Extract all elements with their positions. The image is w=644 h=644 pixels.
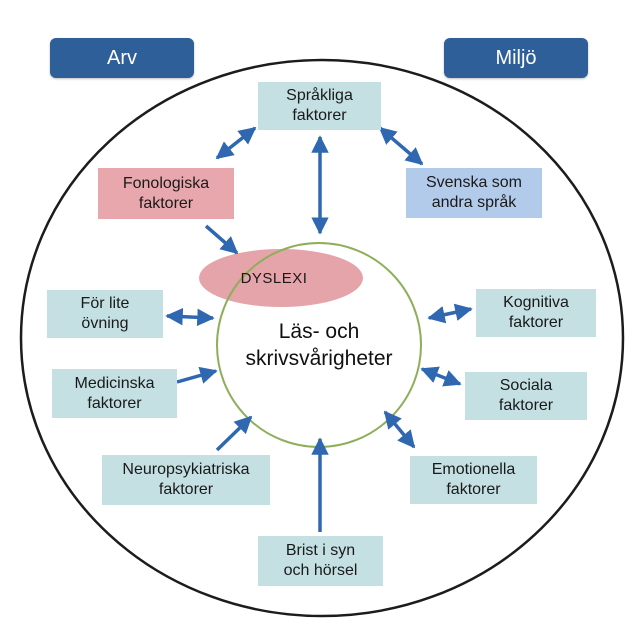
box-emotionella-faktorer: Emotionella faktorer [410, 456, 537, 504]
dyslexi-label: DYSLEXI [240, 269, 308, 287]
outer-circle [19, 58, 625, 618]
arrow-fonologiska-center [204, 224, 239, 255]
box-fonologiska-faktorer: Fonologiska faktorer [98, 168, 234, 219]
box-svenska-som-andra-sprak: Svenska som andra språk [406, 168, 542, 218]
arrow-sprakliga-fonologiska [215, 126, 257, 160]
arrow-medicinska-center [176, 366, 218, 384]
dyslexi-ellipse [199, 249, 363, 307]
header-miljo-label: Miljö [495, 46, 537, 69]
arrow-neuropsykiatriska-center [215, 415, 253, 452]
header-miljo: Miljö [444, 38, 588, 78]
box-medicinska-faktorer: Medicinska faktorer [52, 369, 177, 418]
arrow-sprakliga-svenska [378, 126, 424, 166]
box-neuropsykiatriska-faktorer: Neuropsykiatriska faktorer [102, 455, 270, 505]
header-arv-label: Arv [107, 46, 137, 69]
center-label: Läs- och skrivsvårigheter [245, 320, 393, 370]
arrow-kognitiva-center [427, 303, 473, 324]
box-for-lite-ovning: För lite övning [47, 290, 163, 338]
arrow-emotionella-center [383, 410, 416, 449]
arrow-sociala-center [420, 366, 462, 387]
header-arv: Arv [50, 38, 194, 78]
box-kognitiva-faktorer: Kognitiva faktorer [476, 289, 596, 337]
box-sprakliga-faktorer: Språkliga faktorer [258, 82, 381, 130]
box-sociala-faktorer: Sociala faktorer [465, 372, 587, 420]
arrow-forlite-center [165, 307, 215, 327]
box-brist-i-syn-och-horsel: Brist i syn och hörsel [258, 536, 383, 586]
